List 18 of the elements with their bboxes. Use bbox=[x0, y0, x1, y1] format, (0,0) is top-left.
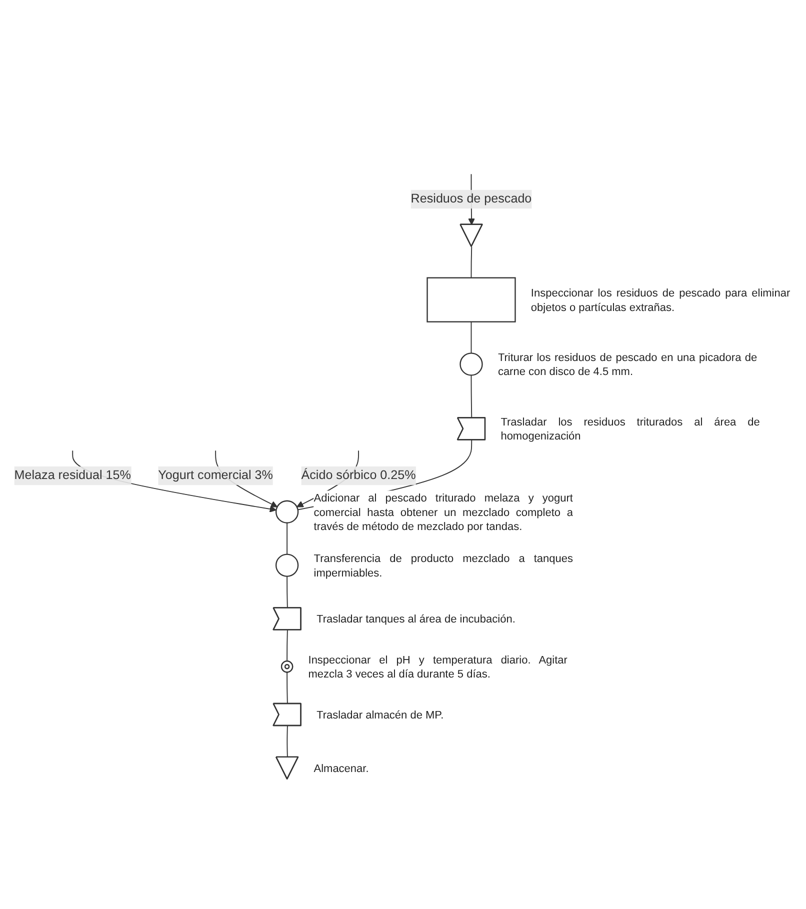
connector bbox=[286, 672, 288, 704]
connector bbox=[470, 374, 472, 418]
connector bbox=[470, 321, 472, 354]
node-box bbox=[426, 277, 516, 322]
connector bbox=[286, 576, 288, 609]
connector bbox=[286, 630, 288, 662]
connector bbox=[286, 725, 288, 758]
step-description: Trasladar los residuos triturados al área de homogenización bbox=[500, 414, 760, 443]
node-circle bbox=[275, 554, 299, 577]
edge-label: Melaza residual 15% bbox=[14, 468, 131, 482]
connector bbox=[286, 522, 288, 555]
edge-label: Residuos de pescado bbox=[410, 192, 532, 206]
edge-label: Yogurt comercial 3% bbox=[158, 468, 273, 482]
node-circle bbox=[275, 500, 299, 524]
step-description: Adicionar al pescado triturado melaza y yogurt comercial hasta obtener un mezclado completo a través de método de mezclado por tandas. bbox=[314, 490, 573, 534]
node-circle bbox=[460, 352, 483, 376]
connector bbox=[470, 246, 472, 278]
edge-label: Ácido sórbico 0.25% bbox=[301, 468, 416, 482]
